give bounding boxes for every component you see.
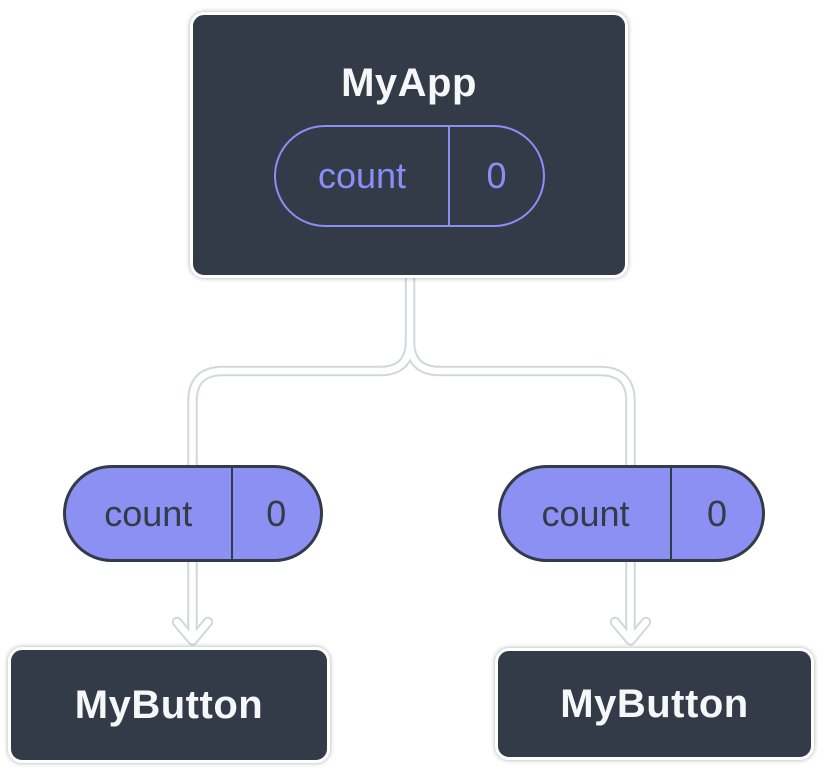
left-branch-connector bbox=[189, 337, 414, 471]
right-prop-name-label: count bbox=[541, 492, 630, 534]
left-prop-value-label: 0 bbox=[230, 468, 321, 559]
mybutton-node-left: MyButton bbox=[8, 647, 330, 763]
root-state-value-label: 0 bbox=[448, 127, 542, 225]
left-prop-pill: count 0 bbox=[63, 465, 323, 562]
right-branch-connector bbox=[406, 337, 634, 471]
mybutton-left-title: MyButton bbox=[74, 683, 264, 727]
myapp-node: MyApp count 0 bbox=[190, 12, 628, 278]
right-prop-pill: count 0 bbox=[498, 465, 765, 562]
right-branch-connector-halo bbox=[404, 335, 636, 473]
mybutton-node-right: MyButton bbox=[495, 648, 814, 760]
left-branch-connector-halo bbox=[187, 335, 416, 473]
right-arrowhead-icon bbox=[611, 618, 650, 644]
root-state-name-label: count bbox=[317, 155, 407, 196]
myapp-node-title: MyApp bbox=[341, 61, 477, 105]
left-prop-name-label: count bbox=[104, 492, 193, 534]
left-arrowhead-icon bbox=[173, 618, 212, 644]
root-state-pill: count 0 bbox=[273, 125, 545, 227]
right-prop-value-label: 0 bbox=[670, 468, 762, 559]
mybutton-right-title: MyButton bbox=[560, 682, 749, 726]
